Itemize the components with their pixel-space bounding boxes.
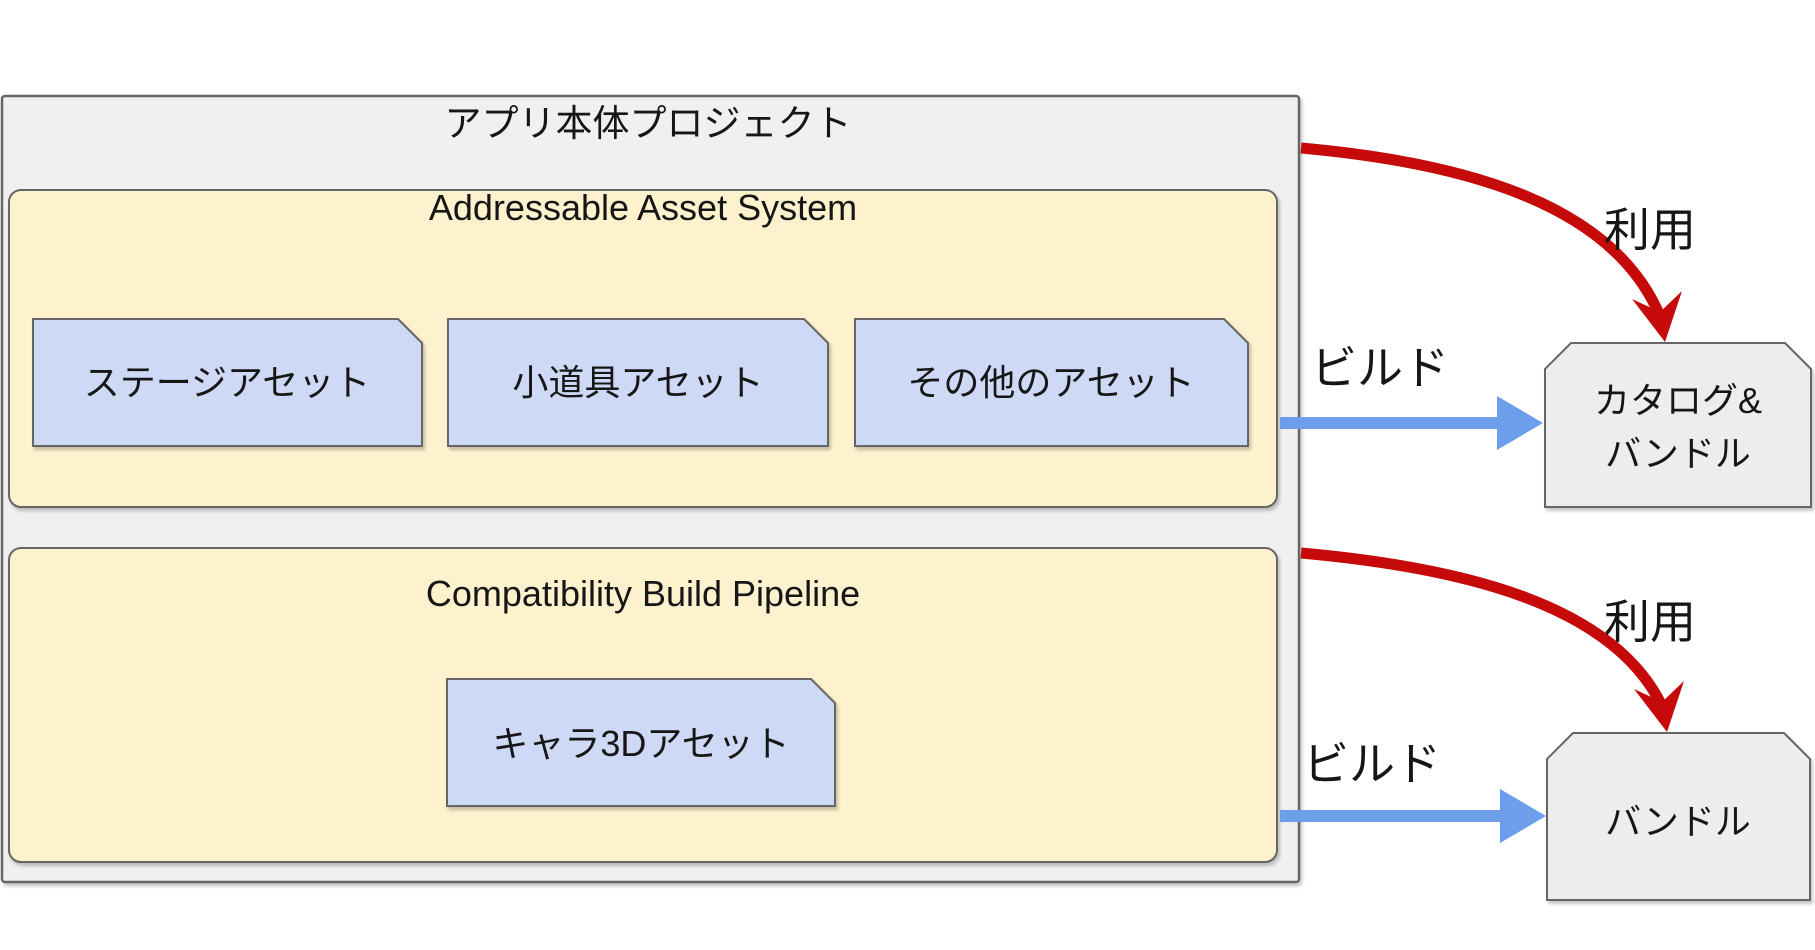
addressable-group-title: Addressable Asset System (429, 187, 857, 228)
build-arrowhead-2-icon (1500, 789, 1546, 843)
catalog-bundle-box (1544, 342, 1812, 508)
asset-card-other (854, 318, 1249, 447)
catalog-bundle-label-line2: バンドル (1605, 433, 1751, 474)
build-edge-2: ビルド (1280, 738, 1546, 843)
asset-card-other-label: その他のアセット (907, 362, 1194, 403)
catalog-bundle-label-line1: カタログ& (1594, 380, 1762, 421)
asset-card-props-label: 小道具アセット (512, 362, 763, 403)
asset-card-stage-label: ステージアセット (84, 362, 371, 403)
build-label-1: ビルド (1311, 342, 1449, 394)
addressable-group: Addressable Asset System ステージアセット 小道具アセッ… (8, 187, 1278, 508)
use-arrow-1 (1300, 142, 1665, 317)
catalog-bundle-output: カタログ& バンドル (1544, 342, 1812, 508)
use-label-1: 利用 (1604, 204, 1696, 256)
use-arrowhead-1-icon (1632, 291, 1682, 342)
asset-card-chara3d (446, 678, 836, 807)
build-edge-1: ビルド (1280, 342, 1543, 450)
asset-card-chara3d-label: キャラ3Dアセット (492, 723, 789, 764)
build-arrowhead-1-icon (1497, 396, 1543, 450)
compatibility-group: Compatibility Build Pipeline キャラ3Dアセット (8, 547, 1278, 863)
use-arrow-2 (1300, 547, 1666, 707)
asset-card-props (447, 318, 829, 447)
compatibility-group-title: Compatibility Build Pipeline (426, 573, 860, 614)
bundle-box (1546, 732, 1811, 901)
use-edge-1: 利用 (1300, 142, 1696, 342)
use-edge-2: 利用 (1300, 547, 1696, 732)
bundle-output: バンドル (1546, 732, 1811, 901)
build-label-2: ビルド (1303, 738, 1441, 790)
use-label-2: 利用 (1604, 596, 1696, 648)
asset-card-stage (32, 318, 423, 447)
project-title: アプリ本体プロジェクト (445, 103, 852, 144)
bundle-label: バンドル (1605, 801, 1751, 842)
use-arrowhead-2-icon (1634, 681, 1684, 732)
